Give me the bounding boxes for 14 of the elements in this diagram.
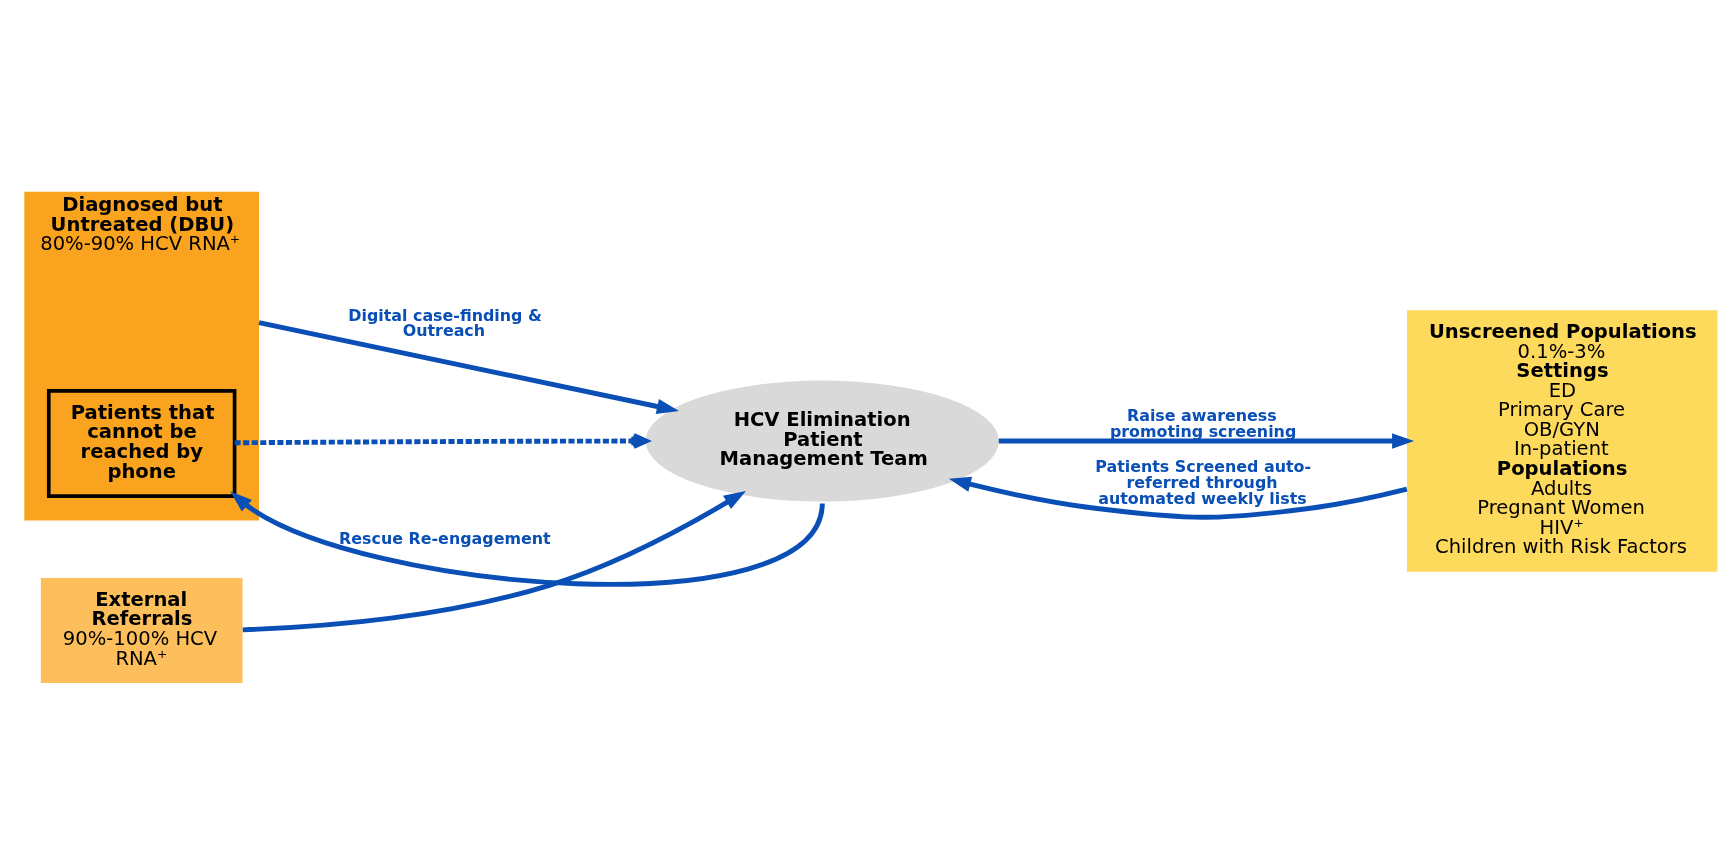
arrow (242, 491, 746, 633)
arrow (998, 433, 1415, 449)
node-box: Patients that cannot be reached by phone (46, 389, 237, 498)
arrow (948, 476, 1408, 520)
node-box: Unscreened Populations 0.1%-3% Settings ED Primary Care OB/GYN In-patient Populations Adults Pregnant Women HIV⁺ Children with Risk Factors (1406, 310, 1718, 572)
edge-label: Patients Screened auto-referred through automated weekly lists (1095, 457, 1312, 508)
arrow (258, 320, 679, 415)
arrow (234, 433, 649, 449)
edge-label: Rescue Re-engagement (339, 529, 551, 549)
edge-label: Raise awareness promoting screening (1109, 405, 1297, 441)
node-box: External Referrals 90%-100% HCV RNA⁺ (40, 578, 243, 684)
arrow (230, 491, 825, 587)
edge-label: Digital case-finding & Outreach (348, 305, 542, 341)
node-ellipse: HCV Elimination Patient Management Team (645, 380, 999, 502)
